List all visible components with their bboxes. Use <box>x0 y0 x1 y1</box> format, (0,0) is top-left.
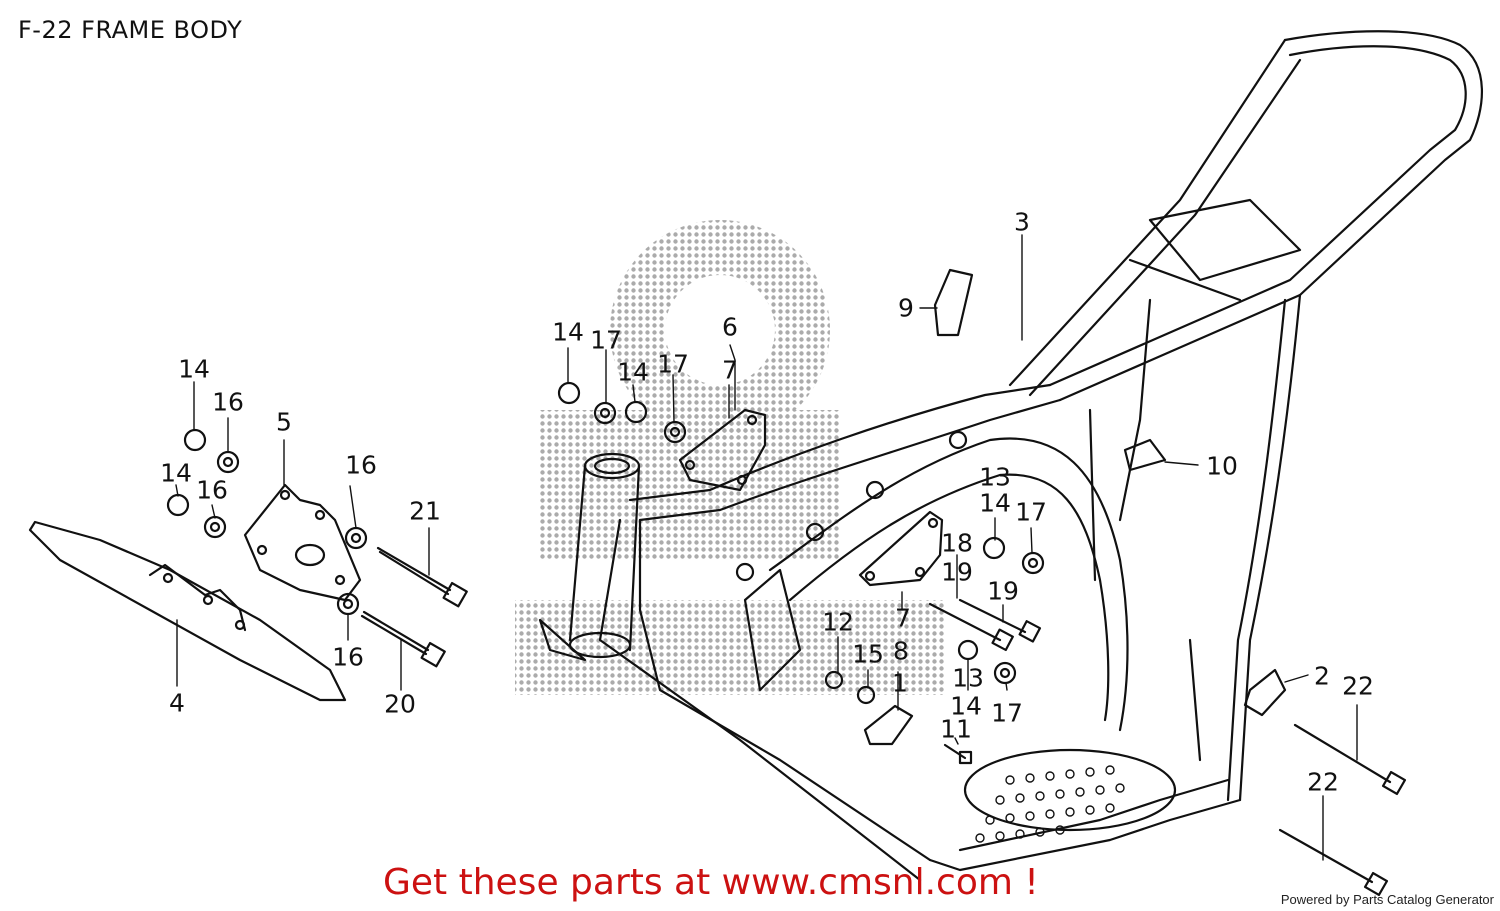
callout-18[interactable]: 18 <box>941 528 973 558</box>
callout-13a[interactable]: 13 <box>979 462 1011 492</box>
promo-link[interactable]: Get these parts at www.cmsnl.com ! <box>383 862 1039 903</box>
callout-14e[interactable]: 14 <box>979 488 1011 518</box>
callout-14b[interactable]: 14 <box>160 458 192 488</box>
callout-14c[interactable]: 14 <box>552 317 584 347</box>
plate-7-8 <box>858 510 944 587</box>
powered-by-text: Powered by Parts Catalog Generator <box>1280 892 1494 907</box>
callout-4[interactable]: 4 <box>169 688 185 718</box>
steering-head <box>538 452 641 662</box>
callout-11[interactable]: 11 <box>940 714 972 744</box>
callout-20[interactable]: 20 <box>384 689 416 719</box>
callout-19a[interactable]: 19 <box>941 557 973 587</box>
callout-22a[interactable]: 22 <box>1342 671 1374 701</box>
callout-17b[interactable]: 17 <box>657 349 689 379</box>
callout-16c[interactable]: 16 <box>345 450 377 480</box>
main-frame <box>598 30 1484 882</box>
watermark-logo <box>515 220 945 695</box>
callout-17d[interactable]: 17 <box>991 698 1023 728</box>
callout-16d[interactable]: 16 <box>332 642 364 672</box>
callout-14a[interactable]: 14 <box>178 354 210 384</box>
callout-2[interactable]: 2 <box>1314 661 1330 691</box>
callout-6[interactable]: 6 <box>722 312 738 342</box>
callout-7a[interactable]: 7 <box>722 355 738 385</box>
plate-10 <box>1123 438 1167 472</box>
diagram-title: F-22 FRAME BODY <box>18 16 243 44</box>
leader-lines <box>175 234 1358 861</box>
callout-17a[interactable]: 17 <box>590 325 622 355</box>
callout-22b[interactable]: 22 <box>1307 767 1339 797</box>
callout-16a[interactable]: 16 <box>212 387 244 417</box>
plate-bracket-5 <box>243 483 362 602</box>
strip-9 <box>933 268 974 337</box>
callout-9[interactable]: 9 <box>898 293 914 323</box>
skid-plate <box>963 748 1177 843</box>
callout-15[interactable]: 15 <box>852 639 884 669</box>
bracket-1 <box>863 704 914 746</box>
callout-21[interactable]: 21 <box>409 496 441 526</box>
callout-7b[interactable]: 7 <box>895 603 911 633</box>
callout-3[interactable]: 3 <box>1014 207 1030 237</box>
callout-13b[interactable]: 13 <box>952 663 984 693</box>
callout-14d[interactable]: 14 <box>617 357 649 387</box>
callout-10[interactable]: 10 <box>1206 451 1238 481</box>
clip-2 <box>1243 668 1287 717</box>
callout-19b[interactable]: 19 <box>987 576 1019 606</box>
callout-8[interactable]: 8 <box>893 636 909 666</box>
plate-6-7 <box>678 408 767 492</box>
bolts <box>360 546 1407 897</box>
callout-5[interactable]: 5 <box>276 407 292 437</box>
callout-17c[interactable]: 17 <box>1015 497 1047 527</box>
callout-16b[interactable]: 16 <box>196 475 228 505</box>
callout-12[interactable]: 12 <box>822 607 854 637</box>
callout-14f[interactable]: 14 <box>950 691 982 721</box>
callout-1[interactable]: 1 <box>892 668 908 698</box>
lower-bracket-4 <box>28 520 347 702</box>
